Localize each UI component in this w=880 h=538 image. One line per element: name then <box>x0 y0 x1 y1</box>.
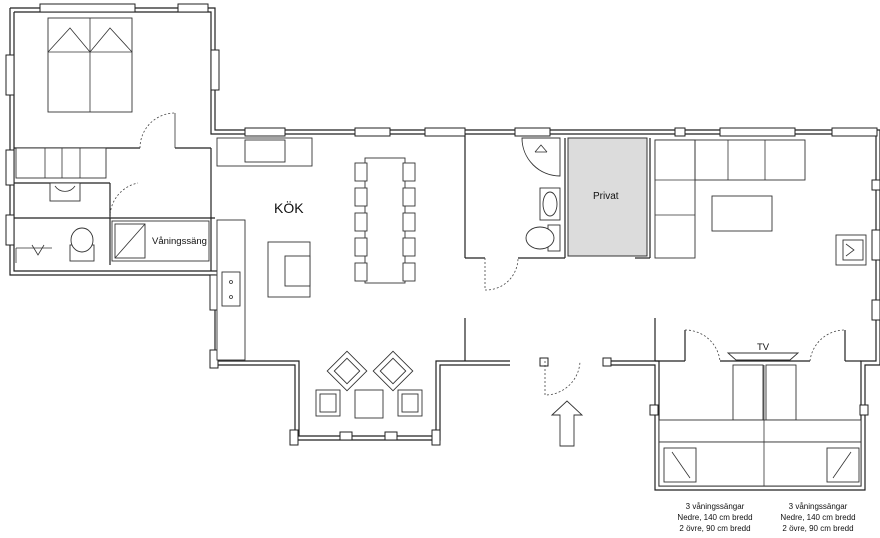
entrance-arrow <box>550 400 584 447</box>
note-left-line2: Nedre, 140 cm bredd <box>677 513 752 522</box>
double-bed <box>47 17 133 113</box>
fireplace <box>835 234 867 266</box>
note-right-line3: 2 övre, 90 cm bredd <box>782 524 853 533</box>
dining-table <box>354 157 416 284</box>
bathroom-2-fixtures <box>521 137 561 252</box>
bunk-note-right: 3 våningssängar Nedre, 140 cm bredd 2 öv… <box>780 502 855 533</box>
bathroom-fixtures <box>15 182 95 263</box>
private-room: Privat <box>567 137 648 257</box>
bunk-bed: Våningssäng <box>111 220 210 262</box>
note-right-line2: Nedre, 140 cm bredd <box>780 513 855 522</box>
note-left-line3: 2 övre, 90 cm bredd <box>679 524 750 533</box>
sofa <box>654 139 806 259</box>
kitchen-label: KÖK <box>274 199 304 216</box>
note-right-line1: 3 våningssängar <box>789 502 848 511</box>
windows <box>5 3 880 446</box>
kitchen-island <box>267 241 311 298</box>
note-left-line1: 3 våningssängar <box>686 502 745 511</box>
tv-label: TV <box>757 342 770 353</box>
coffee-table <box>711 195 773 232</box>
bunk-note-left: 3 våningssängar Nedre, 140 cm bredd 2 öv… <box>677 502 752 533</box>
kitchen-counter-side <box>216 219 246 361</box>
private-label: Privat <box>593 191 619 202</box>
bunk-beds-right <box>658 419 862 487</box>
lounge-chairs <box>315 350 423 419</box>
wardrobe <box>15 147 107 179</box>
kitchen-counter-top <box>216 137 313 167</box>
door-swings <box>109 112 846 396</box>
bunk-bed-label: Våningssäng <box>152 236 207 247</box>
tv-unit: TV <box>726 342 800 361</box>
